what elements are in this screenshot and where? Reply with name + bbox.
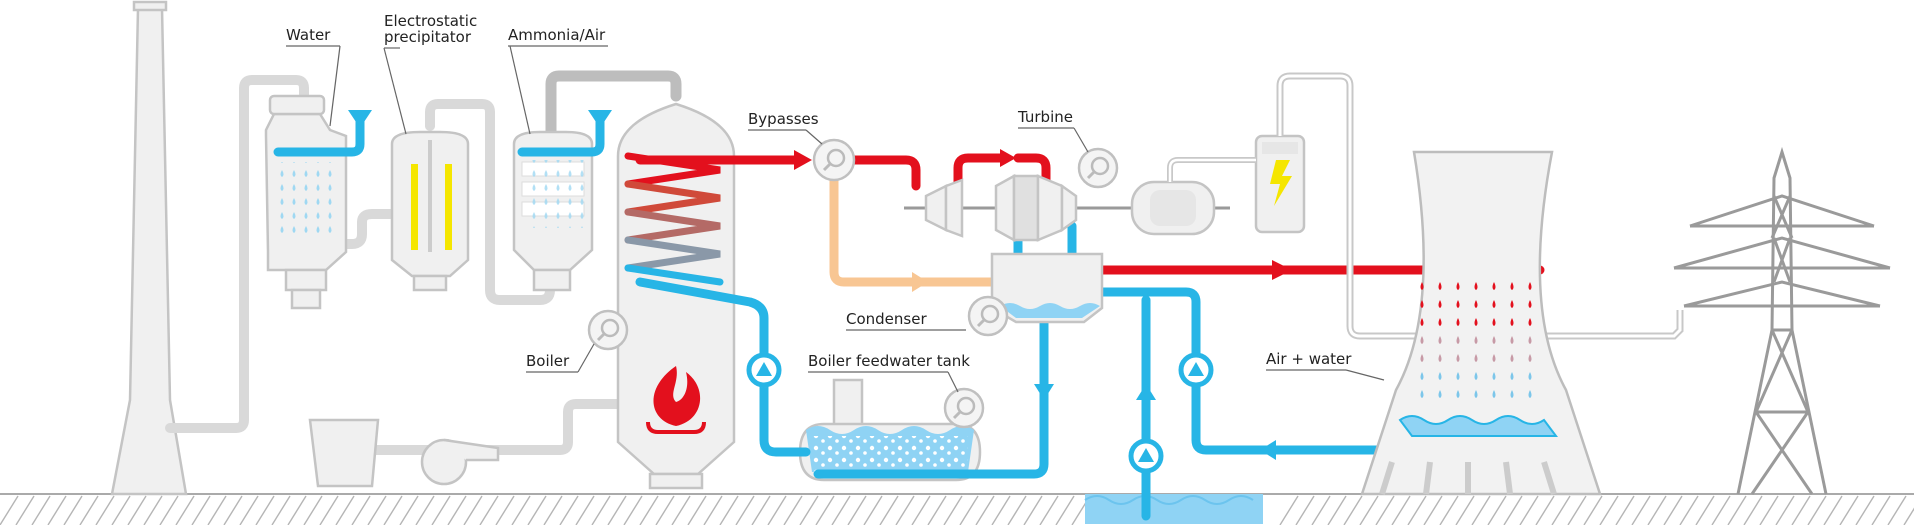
label-feedwater-tank: Boiler feedwater tank	[808, 352, 970, 370]
electrostatic-precipitator	[390, 130, 470, 292]
chimney	[110, 0, 188, 496]
coal-feeder	[308, 418, 380, 488]
labels: Water Electrostatic precipitator Ammonia…	[286, 12, 1385, 393]
pump-icon	[756, 362, 772, 376]
label-water: Water	[286, 26, 331, 44]
magnifier-icon[interactable]	[587, 309, 629, 351]
spray-nozzle-icon	[588, 110, 612, 128]
magnifier-icon[interactable]	[1077, 147, 1119, 189]
blower-fan	[420, 438, 500, 486]
flue-gas-ducts	[165, 70, 682, 455]
scrubber-vessel	[264, 94, 372, 310]
water-reservoir	[1085, 494, 1263, 524]
label-electrostatic-1: Electrostatic	[384, 12, 477, 30]
generator	[1130, 180, 1216, 236]
feedwater-tank	[798, 378, 982, 482]
label-condenser: Condenser	[846, 310, 927, 328]
magnifier-icon[interactable]	[943, 387, 985, 429]
denox-reactor	[512, 110, 612, 292]
condenser	[990, 252, 1104, 324]
label-air-water: Air + water	[1266, 350, 1352, 368]
pump-reservoir	[1128, 438, 1164, 474]
label-electrostatic-2: precipitator	[384, 28, 472, 46]
pump-boiler-feed	[746, 352, 782, 388]
magnifier-icon[interactable]	[812, 138, 856, 182]
transformer	[1167, 72, 1684, 340]
pump-icon	[1138, 448, 1154, 462]
label-bypasses: Bypasses	[748, 110, 819, 128]
label-turbine: Turbine	[1017, 108, 1073, 126]
ground	[0, 493, 1914, 525]
pump-icon	[1188, 362, 1204, 376]
magnifier-icon[interactable]	[967, 295, 1009, 337]
spray-nozzle-icon	[348, 110, 372, 128]
flame-icon	[646, 366, 706, 434]
cooling-tower	[1360, 150, 1602, 496]
turbine	[904, 173, 1230, 243]
power-pylon	[1673, 146, 1891, 495]
pump-cooling-return	[1178, 352, 1214, 388]
label-boiler: Boiler	[526, 352, 570, 370]
lightning-icon	[1270, 160, 1292, 206]
label-ammonia: Ammonia/Air	[508, 26, 606, 44]
